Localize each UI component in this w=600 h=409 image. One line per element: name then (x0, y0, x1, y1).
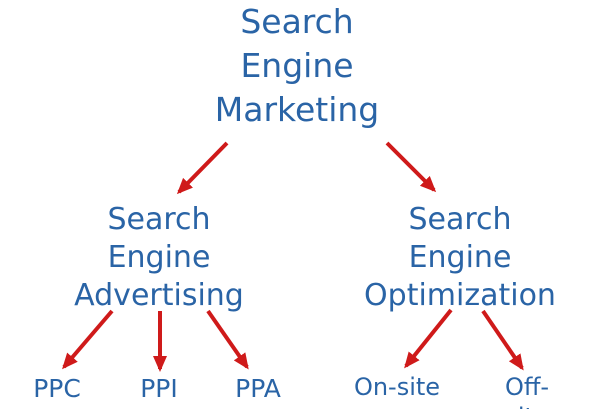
arrow-sem-to-optimization (385, 141, 437, 193)
arrow-sem-to-advertising (176, 141, 229, 195)
node-on-site: On-site (353, 373, 441, 401)
node-search-engine-advertising: Search Engine Advertising (74, 202, 244, 313)
node-search-engine-marketing: Search Engine Marketing (214, 2, 380, 129)
node-off-site: Off-site (504, 373, 550, 409)
node-ppi: PPI (140, 374, 178, 403)
arrow-advertising-to-ppa (206, 309, 249, 370)
arrow-optimization-to-onsite (404, 308, 453, 369)
node-ppa: PPA (235, 374, 281, 403)
node-ppc: PPC (33, 374, 81, 403)
arrow-optimization-to-offsite (481, 309, 524, 371)
node-search-engine-optimization: Search Engine Optimization (364, 202, 556, 313)
arrow-advertising-to-ppc (62, 309, 114, 370)
